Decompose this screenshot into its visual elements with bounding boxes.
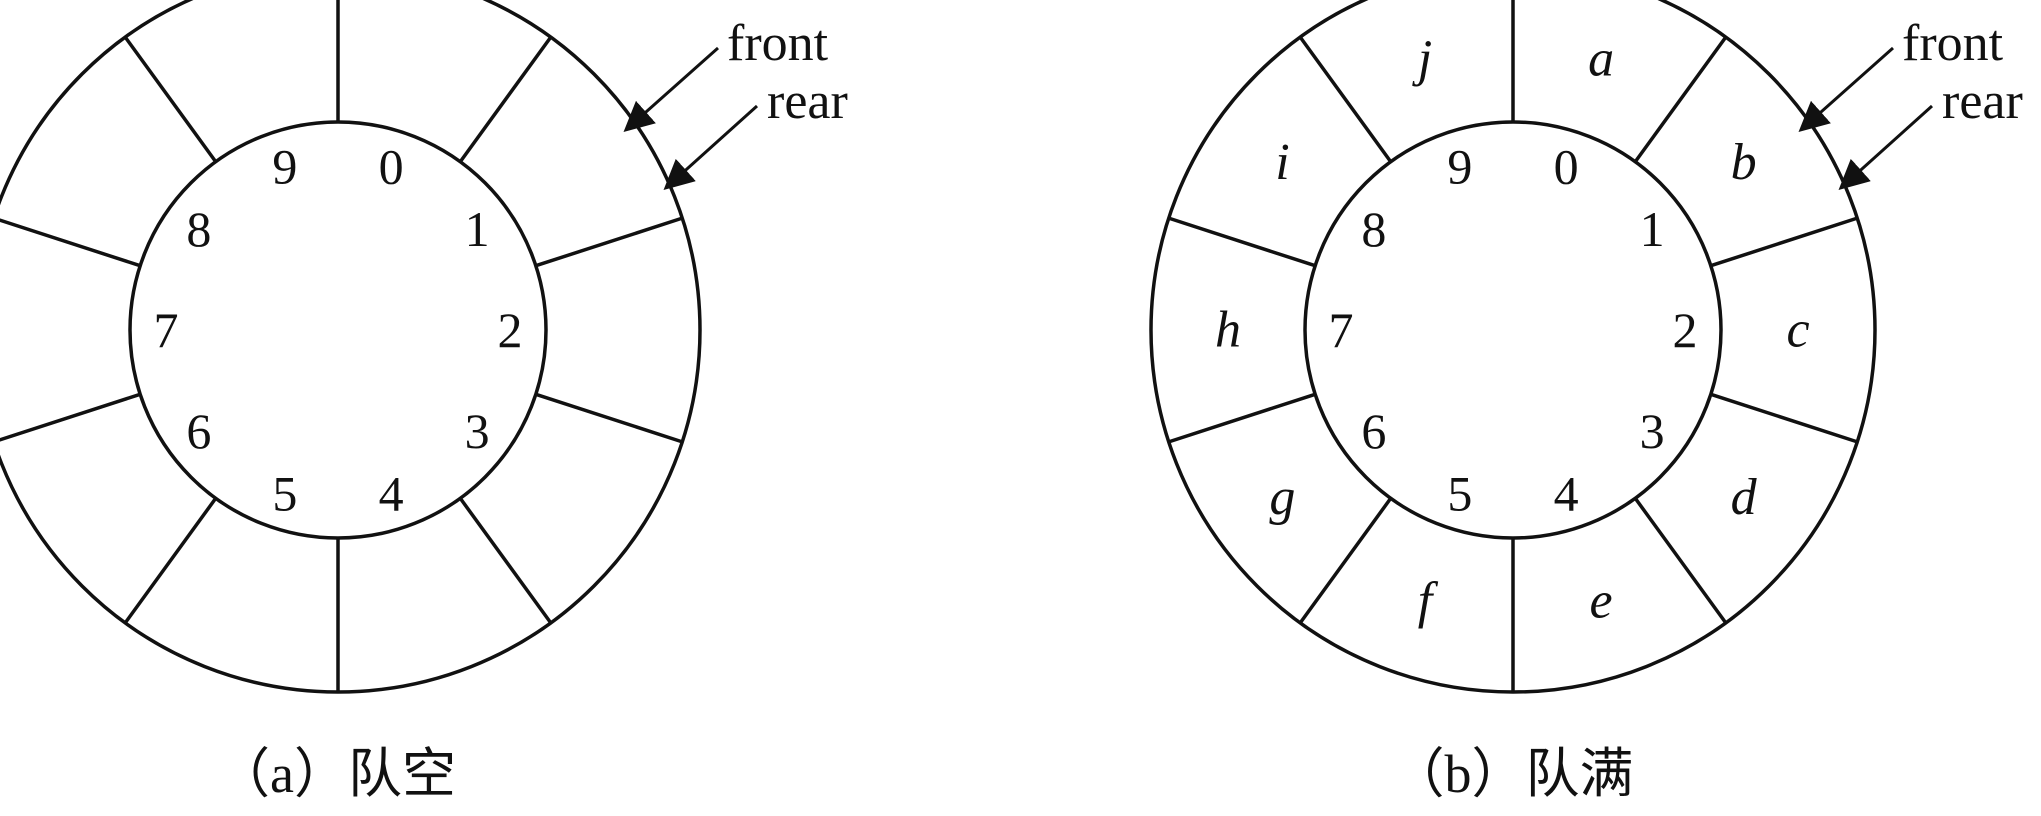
slot-element-0: a [1588, 30, 1614, 87]
slot-element-7: h [1215, 302, 1241, 359]
slot-divider [1710, 216, 1858, 268]
queue-ring-full: 0a 1 b 2 c 3 d 4e 5f 6 g 7 h 8 i 9j [1149, 0, 1877, 694]
slot-divider [1298, 497, 1393, 624]
front-arrow-a [623, 46, 719, 132]
outer-circle [0, 0, 702, 694]
slot-element-1: b [1731, 134, 1757, 191]
slot-index-2: 2 [1673, 302, 1698, 358]
slot-element-2: c [1786, 302, 1809, 359]
slot-index-6: 6 [1361, 403, 1386, 459]
slot-divider [1633, 36, 1728, 163]
slot-element-5: f [1418, 573, 1439, 630]
slot-element-4: e [1590, 573, 1613, 630]
slot-index-8: 8 [1361, 201, 1386, 257]
caption-b: （b）队满 [1391, 744, 1634, 804]
slot-index-9: 9 [272, 138, 297, 194]
rear-label-b: rear [1942, 73, 2023, 130]
slot-index-1: 1 [465, 201, 490, 257]
slot-index-5: 5 [272, 466, 297, 522]
slot-index-9: 9 [1447, 138, 1472, 194]
slot-index-7: 7 [154, 302, 179, 358]
front-arrow-b [1798, 46, 1894, 132]
slot-divider [458, 36, 553, 163]
slot-index-4: 4 [379, 466, 404, 522]
slot-divider [123, 36, 218, 163]
slot-divider [0, 218, 141, 268]
slot-divider [1298, 36, 1393, 163]
slot-index-3: 3 [1640, 403, 1665, 459]
slot-element-3: d [1731, 469, 1758, 526]
slot-index-2: 2 [498, 302, 523, 358]
slot-index-0: 0 [379, 138, 404, 194]
slot-index-5: 5 [1447, 466, 1472, 522]
slot-element-8: i [1275, 134, 1289, 191]
slot-divider [458, 497, 553, 624]
rear-arrow-b [1838, 104, 1934, 191]
slot-index-0: 0 [1554, 138, 1579, 194]
caption-a: （a）队空 [216, 744, 456, 804]
inner-circle [128, 120, 548, 540]
slot-index-7: 7 [1329, 302, 1354, 358]
slot-divider [0, 392, 141, 442]
slot-divider [1633, 497, 1728, 624]
slot-divider [535, 216, 683, 268]
slot-index-1: 1 [1640, 201, 1665, 257]
slot-divider [1168, 392, 1316, 444]
front-label-b: front [1902, 15, 2004, 72]
slot-index-3: 3 [465, 403, 490, 459]
slot-divider [535, 392, 683, 444]
rear-arrow-a [663, 104, 759, 191]
slot-element-6: g [1269, 469, 1295, 526]
slot-element-9: j [1412, 30, 1432, 87]
slot-divider [123, 497, 218, 624]
inner-circle [1303, 120, 1723, 540]
slot-divider [1168, 216, 1316, 268]
slot-divider [1710, 392, 1858, 444]
front-label-a: front [727, 15, 829, 72]
slot-index-8: 8 [186, 201, 211, 257]
slot-index-6: 6 [186, 403, 211, 459]
queue-ring-empty: 0 123 4 5 678 9 [0, 0, 702, 694]
rear-label-a: rear [767, 73, 848, 130]
slot-index-4: 4 [1554, 466, 1579, 522]
